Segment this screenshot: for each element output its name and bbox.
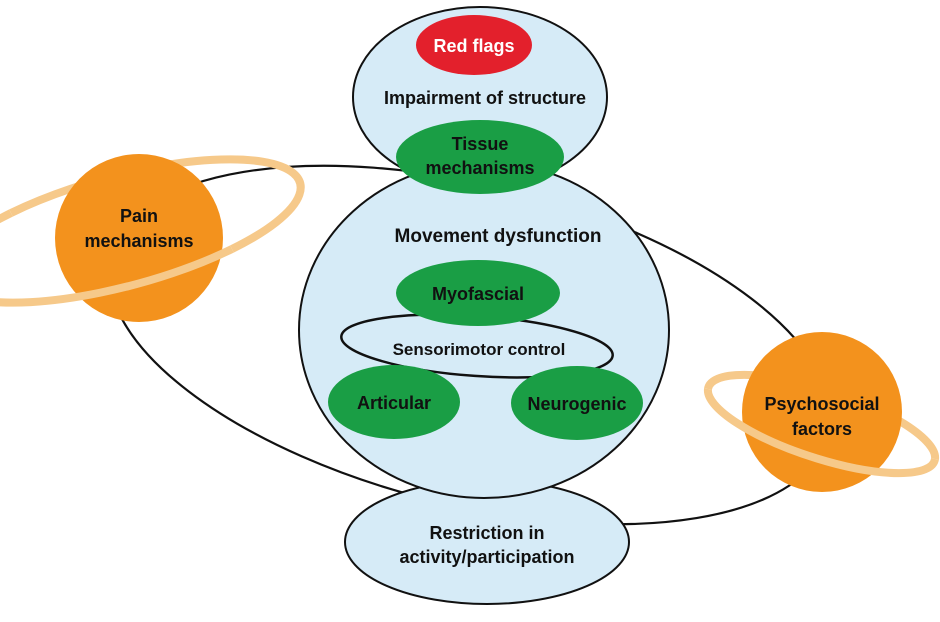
psychosocial-ring-front bbox=[703, 388, 939, 478]
psychosocial-label-line2: factors bbox=[792, 419, 852, 439]
red-flags-label: Red flags bbox=[433, 36, 514, 56]
tissue-label-line1: Tissue bbox=[452, 134, 509, 154]
sensorimotor-label: Sensorimotor control bbox=[393, 340, 566, 359]
myofascial-ellipse bbox=[396, 260, 560, 326]
pain-ring-front bbox=[0, 209, 234, 307]
impairment-title: Impairment of structure bbox=[384, 88, 586, 108]
psychosocial-planet-body bbox=[742, 332, 902, 492]
articular-label: Articular bbox=[357, 393, 431, 413]
pain-label-line2: mechanisms bbox=[84, 231, 193, 251]
movement-dysfunction-ellipse bbox=[298, 161, 670, 499]
articular-ellipse bbox=[328, 365, 460, 439]
myofascial-label: Myofascial bbox=[432, 284, 524, 304]
tissue-label-line2: mechanisms bbox=[425, 158, 534, 178]
pain-label-line1: Pain bbox=[120, 206, 158, 226]
restriction-label-line1: Restriction in bbox=[429, 523, 544, 543]
psychosocial-planet: Psychosocial factors bbox=[703, 332, 940, 492]
movement-dysfunction-title: Movement dysfunction bbox=[395, 226, 602, 247]
neurogenic-ellipse bbox=[511, 366, 643, 440]
tissue-mechanisms-ellipse bbox=[396, 120, 564, 194]
pain-mechanisms-planet: Pain mechanisms bbox=[0, 154, 305, 322]
pain-planet-body bbox=[55, 154, 223, 322]
red-flags-ellipse bbox=[416, 15, 532, 75]
neurogenic-label: Neurogenic bbox=[527, 394, 626, 414]
psychosocial-label-line1: Psychosocial bbox=[764, 394, 879, 414]
restriction-label-line2: activity/participation bbox=[399, 547, 574, 567]
